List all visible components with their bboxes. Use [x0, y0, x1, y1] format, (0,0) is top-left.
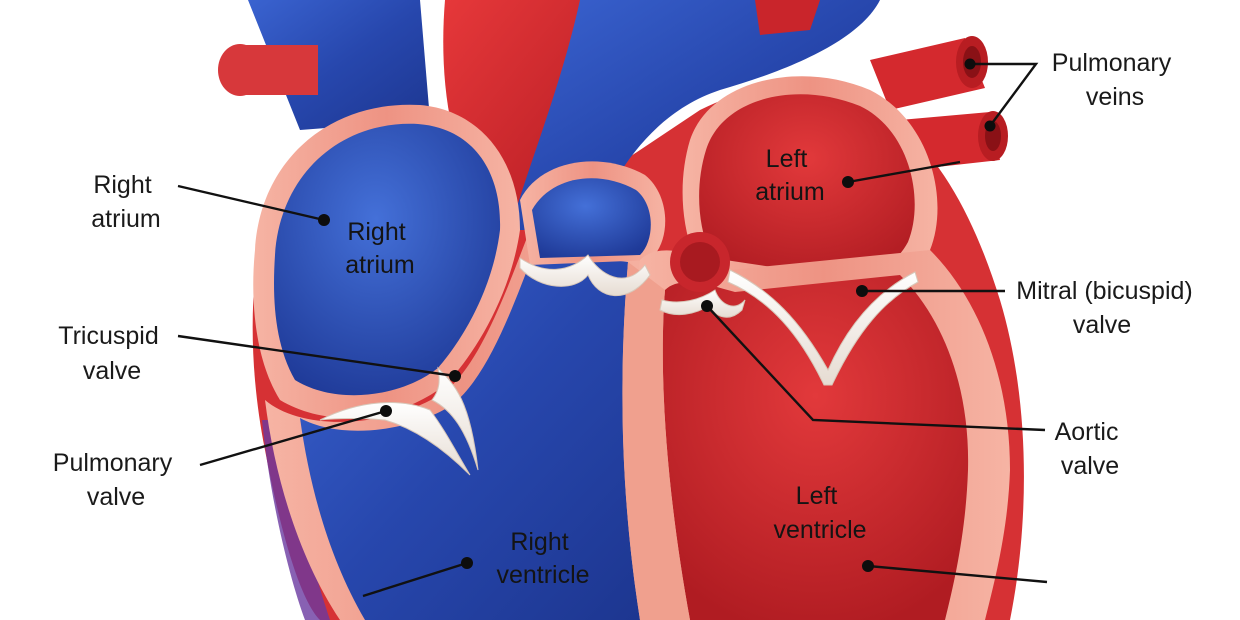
- right-heart: [253, 105, 665, 620]
- pointer-aortic: [701, 300, 713, 312]
- pointer-left-atrium: [842, 176, 854, 188]
- pulmonary-veins-label: Pulmonary veins: [1052, 49, 1178, 111]
- pulmonary-valve-label: Pulmonary valve: [53, 449, 179, 511]
- aortic-valve-label: Aortic valve: [1055, 418, 1126, 480]
- pointer-pulmonary-vein-lower: [985, 121, 996, 132]
- pointer-pulmonary-vein-upper: [965, 59, 976, 70]
- pulmonary-artery-branch: [238, 45, 318, 95]
- pointer-right-atrium: [318, 214, 330, 226]
- pointer-left-ventricle: [862, 560, 874, 572]
- right-atrium-label: Right atrium: [91, 171, 160, 233]
- pointer-mitral: [856, 285, 868, 297]
- pointer-tricuspid: [449, 370, 461, 382]
- mitral-valve-label: Mitral (bicuspid) valve: [1016, 277, 1199, 339]
- left-ventricle-chamber: [663, 275, 968, 620]
- pointer-pulmonary-valve: [380, 405, 392, 417]
- tricuspid-valve-label: Tricuspid valve: [58, 322, 165, 385]
- pointer-right-ventricle: [461, 557, 473, 569]
